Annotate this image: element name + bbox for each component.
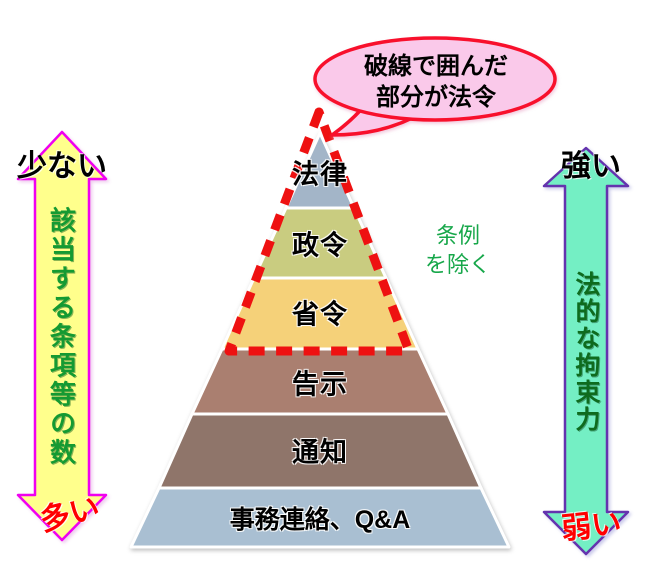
pyramid-layer-kokuji — [190, 347, 450, 416]
dashed-law-outline — [224, 107, 414, 356]
left-axis-arrow — [16, 130, 108, 542]
pyramid-layer-tsuuchi — [157, 412, 483, 490]
pyramid — [129, 131, 511, 549]
pyramid-layer-jimurenraku — [129, 486, 511, 549]
right-axis-arrow — [542, 146, 630, 556]
speech-bubble — [313, 36, 557, 137]
speech-bubble-body — [313, 36, 557, 122]
